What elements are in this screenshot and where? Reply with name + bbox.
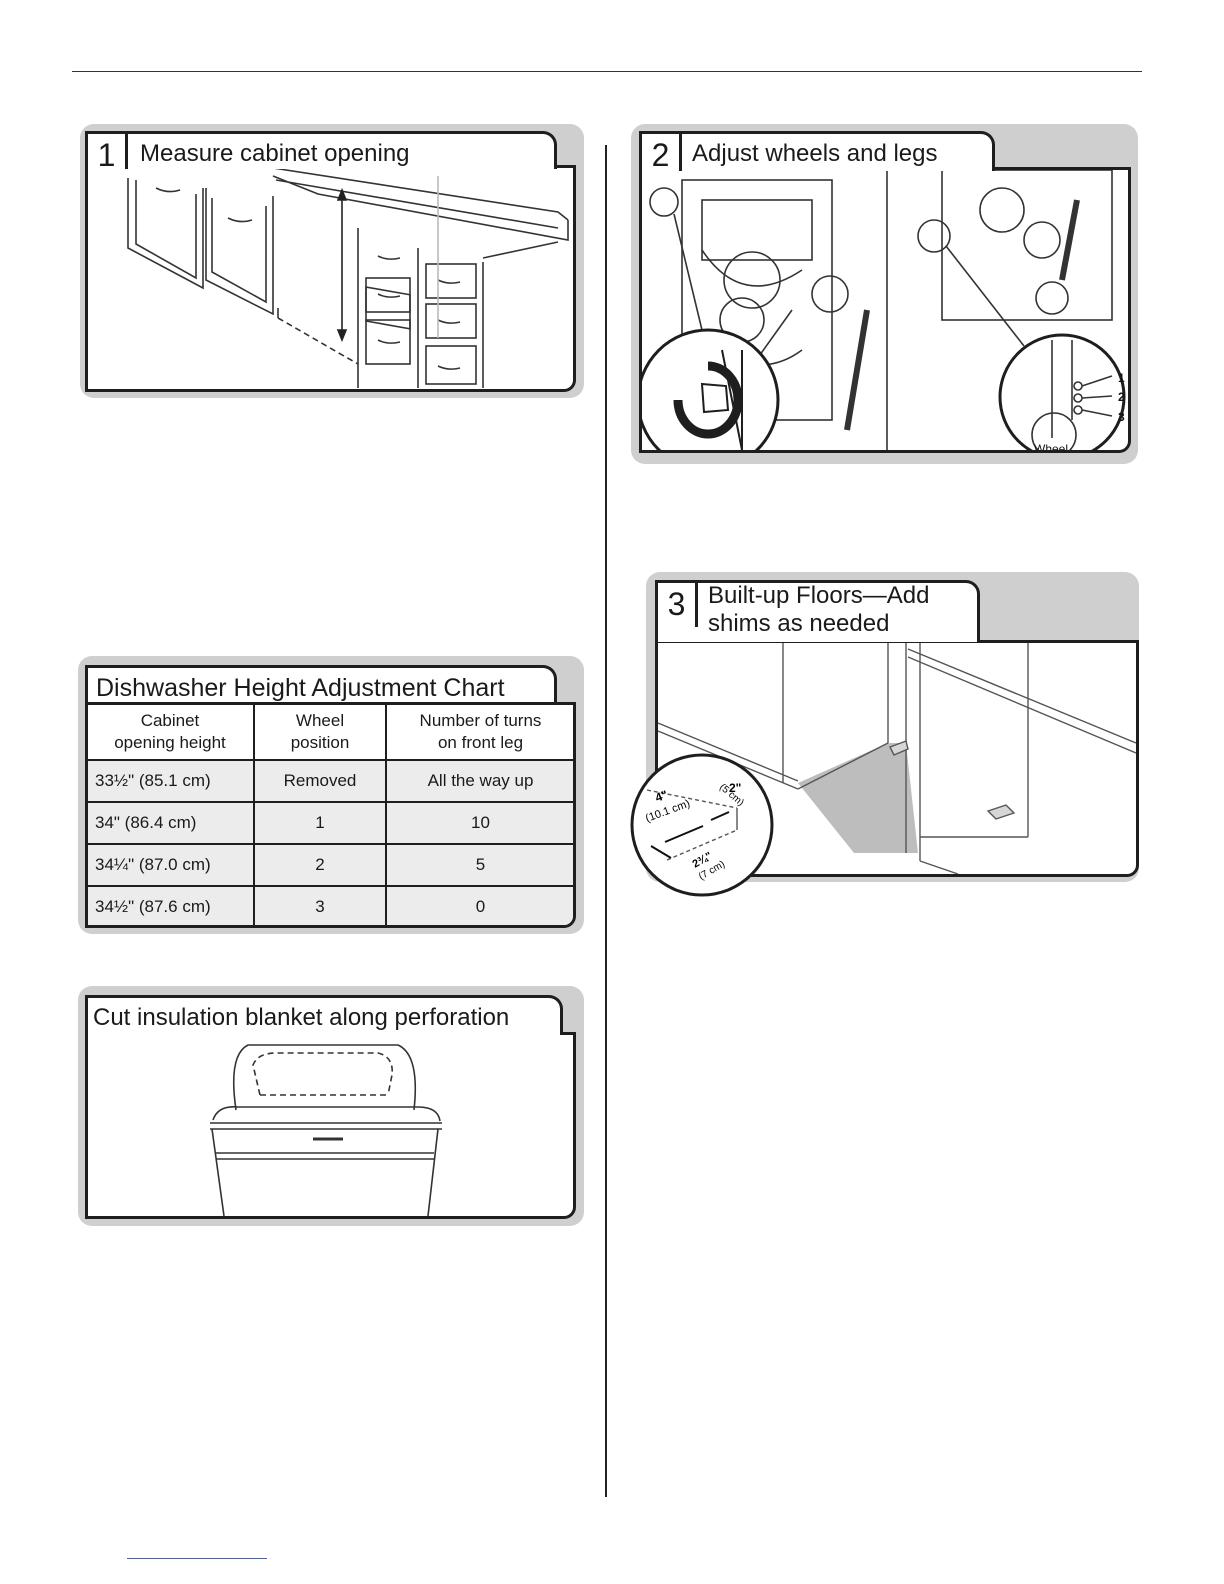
insulation-tab: Cut insulation blanket along perforation (85, 995, 563, 1035)
dim-a-label: 4" (653, 787, 669, 804)
step3-title-line2: shims as needed (708, 610, 890, 637)
cell-height: 34" (86.4 cm) (88, 801, 255, 845)
table-row: 34½" (87.6 cm) 3 0 (88, 885, 573, 925)
footer-link-underline (127, 1558, 267, 1559)
header-line: position (290, 733, 350, 752)
step2-number: 2 (642, 134, 682, 173)
cell-turns: 5 (385, 843, 573, 887)
step1-number: 1 (88, 134, 128, 173)
cell-height: 34¼" (87.0 cm) (88, 843, 255, 887)
step3-number: 3 (658, 583, 698, 627)
step2-tab: 2 Adjust wheels and legs (639, 131, 995, 173)
height-chart-title: Dishwasher Height Adjustment Chart (96, 674, 505, 702)
header-wheel-position: Wheel position (253, 705, 387, 761)
column-divider (605, 145, 607, 1497)
cell-turns: 0 (385, 885, 573, 925)
shims-illustration (658, 643, 1136, 874)
cell-wheel: 1 (253, 801, 387, 845)
wheel-position-2-label: 2 (1118, 390, 1125, 404)
insulation-illustration (85, 1032, 576, 1219)
step2-title: Adjust wheels and legs (692, 140, 938, 167)
wheel-position-1-label: 1 (1118, 371, 1125, 385)
cell-turns: All the way up (385, 759, 573, 803)
step3-title-line1: Built-up Floors—Add (708, 582, 930, 609)
height-chart-header-row: Cabinet opening height Wheel position Nu… (88, 705, 573, 761)
header-line: opening height (114, 733, 226, 752)
step3-tab: 3 Built-up Floors—Add shims as needed (655, 580, 980, 642)
header-turns: Number of turns on front leg (385, 705, 573, 761)
cell-height: 33½" (85.1 cm) (88, 759, 255, 803)
cell-wheel: 2 (253, 843, 387, 887)
shim-dimension-callout: 4" (10.1 cm) 2" (5 cm) 2¾" (7 cm) (627, 750, 777, 900)
cell-turns: 10 (385, 801, 573, 845)
step1-title: Measure cabinet opening (140, 140, 410, 167)
wheels-legs-illustration: 1 2 3 Wheel (642, 170, 1126, 450)
height-chart-panel: Cabinet opening height Wheel position Nu… (85, 702, 576, 928)
cell-wheel: 3 (253, 885, 387, 925)
wheel-label: Wheel (1034, 442, 1068, 450)
header-line: Wheel (295, 711, 345, 730)
table-row: 33½" (85.1 cm) Removed All the way up (88, 759, 573, 803)
dishwasher-insulation-illustration (210, 1044, 442, 1216)
step1-tab: 1 Measure cabinet opening (85, 131, 557, 173)
insulation-title: Cut insulation blanket along perforation (93, 1004, 510, 1031)
cell-wheel: Removed (253, 759, 387, 803)
step1-illustration (85, 165, 576, 392)
shim-dimension-diagram: 4" (10.1 cm) 2" (5 cm) 2¾" (7 cm) (630, 753, 774, 897)
cell-height: 34½" (87.6 cm) (88, 885, 255, 925)
header-line: Cabinet (140, 711, 200, 730)
step2-illustration: 1 2 3 Wheel (639, 167, 1131, 453)
header-cabinet-height: Cabinet opening height (88, 705, 255, 761)
dim-b-label: 2" (729, 781, 741, 795)
header-line: on front leg (437, 733, 524, 752)
table-row: 34" (86.4 cm) 1 10 (88, 801, 573, 845)
cabinet-opening-illustration (127, 168, 569, 388)
wheel-position-3-label: 3 (1118, 410, 1125, 424)
header-line: Number of turns (419, 711, 542, 730)
height-chart-table: Cabinet opening height Wheel position Nu… (88, 705, 573, 925)
top-rule (72, 71, 1142, 72)
table-row: 34¼" (87.0 cm) 2 5 (88, 843, 573, 887)
height-chart-tab: Dishwasher Height Adjustment Chart (85, 665, 557, 705)
